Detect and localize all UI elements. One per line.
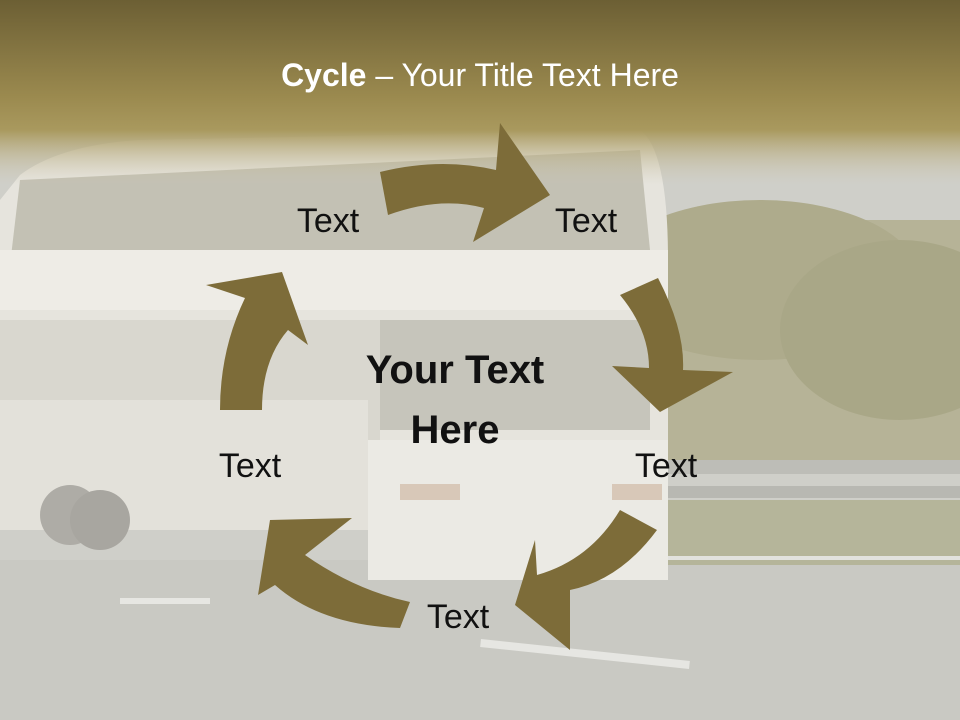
node-label-top-right: Text bbox=[554, 202, 618, 240]
node-label-bottom: Text bbox=[426, 598, 490, 636]
arrow-bottom-right bbox=[515, 510, 657, 650]
title-rest: – Your Title Text Here bbox=[366, 57, 679, 93]
center-text-line-1: Your Text bbox=[365, 348, 545, 392]
arrow-bottom-left bbox=[258, 518, 410, 628]
arrow-left bbox=[206, 272, 308, 410]
node-label-top-left: Text bbox=[296, 202, 360, 240]
slide-title: Cycle – Your Title Text Here bbox=[0, 52, 960, 98]
title-bold: Cycle bbox=[281, 57, 367, 93]
center-text: Your Text Here bbox=[330, 340, 580, 460]
arrow-right bbox=[612, 278, 733, 412]
center-text-line-2: Here bbox=[410, 408, 500, 452]
node-label-left: Text bbox=[218, 447, 282, 485]
arrow-top bbox=[380, 123, 550, 242]
cycle-arrows bbox=[206, 123, 733, 650]
node-label-right: Text bbox=[634, 447, 698, 485]
